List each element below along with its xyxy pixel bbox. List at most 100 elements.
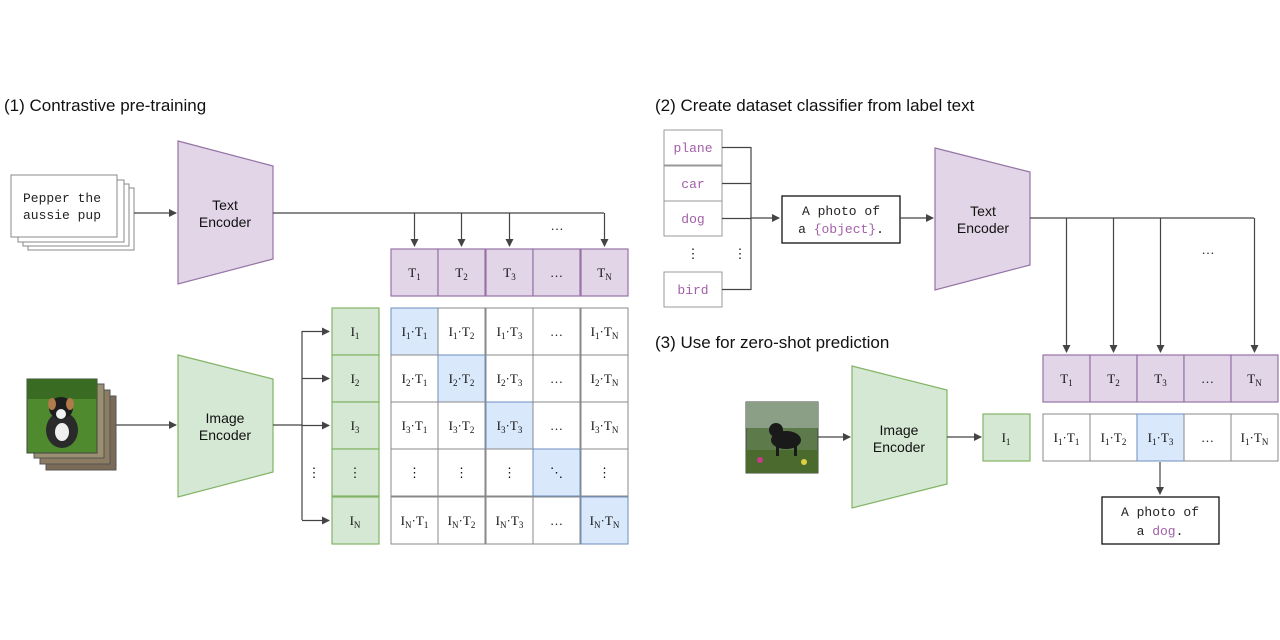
matrix-cell: [390, 354, 439, 403]
image-encoder-1-label1: Image: [206, 410, 245, 426]
dog-photo-icon: [745, 401, 819, 474]
t-embedding-label-sub: 1: [416, 272, 421, 282]
matrix-cell-label: ⋮: [408, 465, 421, 480]
zs-t-embedding-label-sub: 2: [1115, 378, 1120, 388]
zs-t-embedding-label: T2: [1107, 371, 1119, 388]
t-connector-dots: …: [551, 218, 564, 233]
zs-cell-label: I1·T3: [1148, 430, 1174, 447]
t-embedding-label: T3: [503, 265, 516, 282]
text-encoder-2-label2: Encoder: [957, 220, 1009, 236]
zs-i-embedding-cell: [982, 413, 1031, 462]
matrix-cell-label: I1·TN: [591, 324, 619, 341]
matrix-cell-label: I1·T1: [402, 324, 428, 341]
prompt-template: A photo of a {object}.: [781, 195, 901, 244]
text-encoder-1-shape: [177, 140, 274, 285]
zs-cell: [1089, 413, 1138, 462]
section1-title: (1) Contrastive pre-training: [4, 96, 206, 115]
i-embedding-label-sub: 1: [355, 331, 360, 341]
zs-t-embedding-cell: [1136, 354, 1185, 403]
i-embedding-label: IN: [350, 513, 361, 530]
t-embedding-label: …: [550, 265, 563, 280]
t-embedding-label-sub: N: [605, 272, 612, 282]
zs-t-embedding-label: T3: [1154, 371, 1167, 388]
result-line1: A photo of: [1121, 505, 1199, 520]
t-embedding-label-base: T: [503, 265, 511, 280]
image-encoder-1-shape: [177, 354, 274, 498]
matrix-cell: [437, 401, 486, 450]
zs-t-embedding-label-sub: 1: [1068, 378, 1073, 388]
label-list-ellipsis: ⋮: [687, 246, 700, 261]
i-embedding-label-sub: N: [354, 520, 361, 530]
i-embedding-label-sub: 2: [355, 378, 360, 388]
i-embedding-label-base: ⋮: [349, 465, 362, 480]
matrix-cell: [532, 496, 581, 545]
matrix-cell-diagonal: [532, 448, 581, 497]
matrix-cell: [532, 401, 581, 450]
image-encoder-2-label1: Image: [880, 422, 919, 438]
zs-cell-label: I1·T1: [1054, 430, 1080, 447]
section3-title: (3) Use for zero-shot prediction: [655, 333, 889, 352]
t-embedding-label-sub: 2: [463, 272, 468, 282]
i-embedding-cell: [331, 401, 380, 450]
result-line2: a dog.: [1137, 524, 1184, 539]
zs-t-embedding-label-base: T: [1247, 371, 1255, 386]
matrix-cell: [580, 401, 629, 450]
i-embedding-label-base: I: [351, 371, 355, 386]
i-embedding-label-base: I: [351, 418, 355, 433]
template-period: .: [876, 222, 884, 237]
text-encoder-2-connectors: …: [1030, 217, 1259, 353]
zs-t-embedding-label-base: T: [1107, 371, 1115, 386]
image-to-i-connectors: ⋮: [273, 327, 330, 525]
text-encoder-1-label2: Encoder: [199, 214, 251, 230]
text-encoder-2-label1: Text: [970, 203, 996, 219]
matrix-cell-label: IN·T2: [448, 513, 476, 530]
zs-t-embedding-label: …: [1201, 371, 1214, 386]
zs-cell-label: I1·TN: [1241, 430, 1269, 447]
i-embedding-label-sub: 3: [355, 425, 360, 435]
label-text: plane: [673, 141, 712, 156]
matrix-cell-label: …: [550, 418, 563, 433]
matrix-cell-label: I2·TN: [591, 371, 619, 388]
t-embedding-label: TN: [597, 265, 612, 282]
t-embedding-cell: [390, 248, 439, 297]
label-cell: [663, 129, 723, 166]
i-embedding-label: I2: [351, 371, 360, 388]
image-encoder-2: Image Encoder: [851, 365, 948, 509]
t-embedding-cell: [580, 248, 629, 297]
zs-t-embedding-cell: [1089, 354, 1138, 403]
zs-t-embedding-label-base: T: [1154, 371, 1162, 386]
matrix-cell-label: I3·T3: [497, 418, 523, 435]
text-input-line1: Pepper the: [23, 191, 101, 206]
zs-t-embedding-cell: [1183, 354, 1232, 403]
matrix-cell: [485, 496, 534, 545]
t-embedding-label-base: T: [455, 265, 463, 280]
matrix-cell-label: ⋮: [598, 465, 611, 480]
zs-cell: [1042, 413, 1091, 462]
t-embedding-cell: [532, 248, 581, 297]
t-embedding-label: T1: [408, 265, 420, 282]
zs-t-embedding-label-sub: N: [1255, 378, 1262, 388]
image-encoder-1: Image Encoder: [177, 354, 274, 498]
matrix-cell-label: …: [550, 513, 563, 528]
t-embedding-label-sub: 3: [511, 272, 516, 282]
i-embedding-label: I1: [351, 324, 360, 341]
t-embedding-cell: [437, 248, 486, 297]
i-embedding-label: I3: [351, 418, 360, 435]
zeroshot-image-embedding: I1: [982, 413, 1031, 462]
label-text: car: [681, 177, 704, 192]
zs-cell: [1230, 413, 1279, 462]
zs-t-embedding-label: T1: [1060, 371, 1072, 388]
section2-title: (2) Create dataset classifier from label…: [655, 96, 975, 115]
result-class: dog: [1152, 524, 1175, 539]
matrix-cell-label: I3·T1: [402, 418, 428, 435]
text-input-stack: Pepper the aussie pup: [10, 174, 135, 251]
matrix-cell: [580, 448, 629, 497]
result-period: .: [1176, 524, 1184, 539]
matrix-cell-label: …: [550, 324, 563, 339]
matrix-cell-label: ⋱: [550, 465, 563, 480]
matrix-cell-label: IN·TN: [590, 513, 620, 530]
zs-cell-label: I1·T2: [1101, 430, 1127, 447]
matrix-cell-diagonal: [580, 496, 629, 545]
